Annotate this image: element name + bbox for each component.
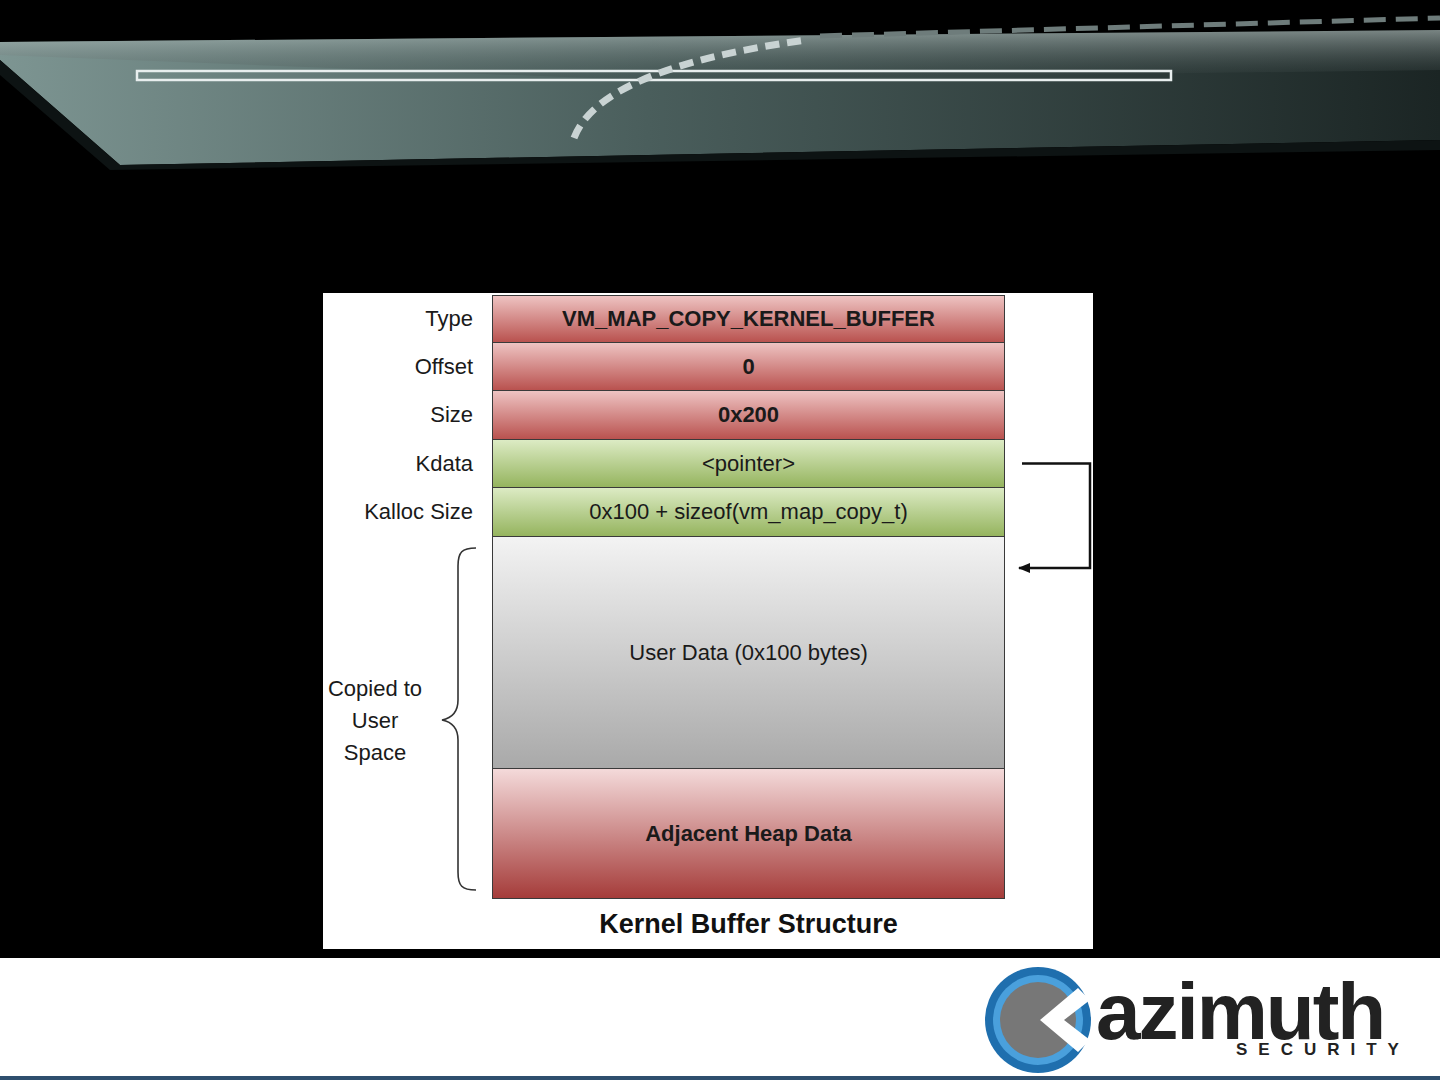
logo-subtitle: SECURITY (1236, 1040, 1410, 1060)
field-name: Kalloc Size (364, 499, 473, 525)
header-dash-line (820, 18, 1440, 36)
logo-mark (985, 967, 1091, 1073)
diagram-panel (323, 293, 1093, 949)
field-name: Offset (415, 354, 473, 380)
buffer-field-box: Adjacent Heap Data (492, 768, 1005, 899)
buffer-field-box: Size0x200 (492, 390, 1005, 440)
caption: Kernel Buffer Structure (492, 909, 1005, 940)
field-name: Kdata (416, 451, 474, 477)
field-value: <pointer> (694, 449, 803, 479)
header-rule (137, 71, 1171, 80)
buffer-field-box: TypeVM_MAP_COPY_KERNEL_BUFFER (492, 295, 1005, 343)
brace-label: Copied to User Space (325, 673, 425, 769)
field-value: Adjacent Heap Data (637, 819, 860, 849)
field-value: VM_MAP_COPY_KERNEL_BUFFER (554, 304, 943, 334)
buffer-field-box: Offset0 (492, 342, 1005, 391)
field-name: Type (425, 306, 473, 332)
field-name: Size (430, 402, 473, 428)
footer-ground (0, 958, 1440, 1080)
buffer-field-box: User Data (0x100 bytes) (492, 536, 1005, 769)
field-value: 0x200 (710, 400, 787, 430)
header-sheen (0, 30, 1440, 80)
buffer-field-box: Kdata<pointer> (492, 439, 1005, 488)
header-dash-curve (574, 40, 806, 138)
pointer-arrow (1019, 464, 1090, 569)
header-edge (0, 60, 1440, 170)
brace (442, 548, 476, 890)
field-value: User Data (0x100 bytes) (621, 638, 875, 668)
footer-rule (0, 1076, 1440, 1080)
buffer-field-box: Kalloc Size0x100 + sizeof(vm_map_copy_t) (492, 487, 1005, 537)
field-value: 0x100 + sizeof(vm_map_copy_t) (581, 497, 916, 527)
field-value: 0 (734, 352, 762, 382)
